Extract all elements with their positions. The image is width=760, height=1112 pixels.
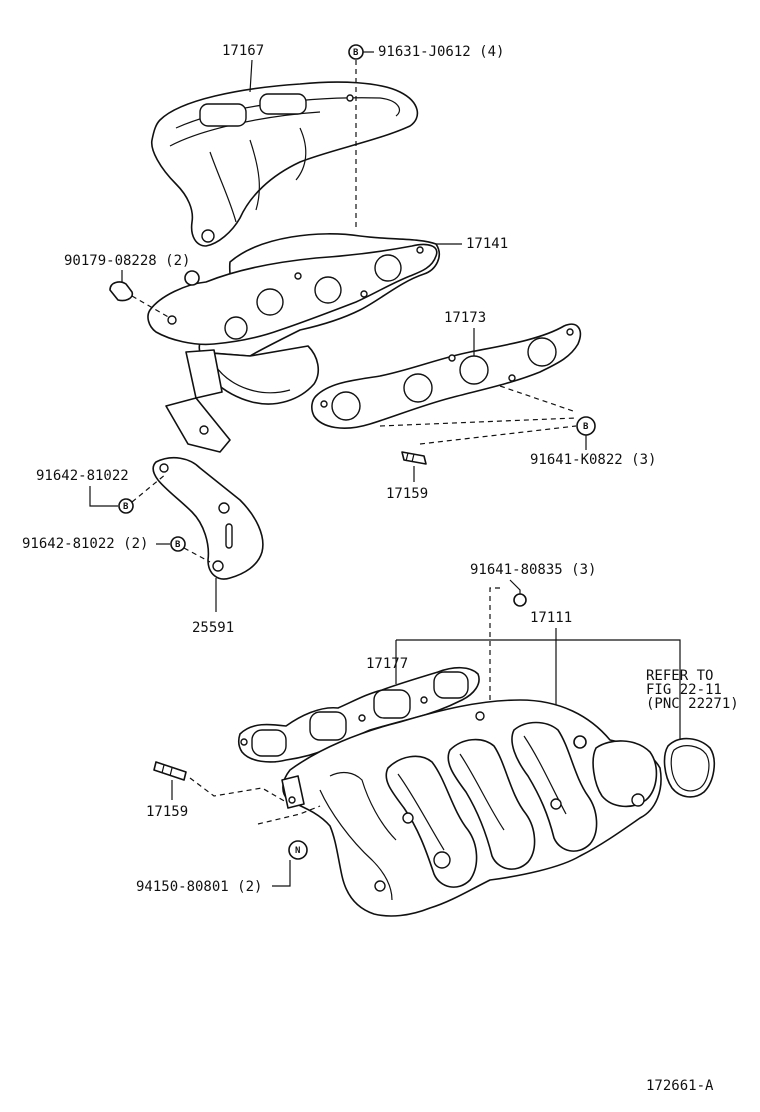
upper-stud-part	[401, 451, 427, 465]
stay-bolt-label: 91642-81022	[36, 468, 129, 484]
refer-line-2: FIG 22-11	[646, 682, 722, 698]
intake-bolt-label: 91641-80835 (3)	[470, 562, 596, 578]
stay-bolt-symbol	[118, 498, 134, 514]
lower-stud-part	[153, 761, 187, 781]
stay-bolt-double-symbol-letter: B	[175, 540, 181, 550]
insulator-bolt-symbol-letter: B	[353, 48, 359, 58]
exhaust-manifold-label: 17141	[466, 236, 508, 252]
exhaust-gasket-part	[311, 323, 582, 429]
exhaust-gasket-label: 17173	[444, 310, 486, 326]
insulator-bolt-label: 91631-J0612 (4)	[378, 44, 504, 60]
exhaust-manifold-part	[147, 233, 440, 453]
intake-gasket-part	[237, 666, 480, 763]
throttle-gasket-part	[663, 737, 716, 798]
intake-nut-symbol	[288, 840, 308, 860]
intake-nut-label: 94150-80801 (2)	[136, 879, 262, 895]
manifold-nut-symbol-letter: B	[583, 422, 589, 432]
heat-insulator-part	[151, 81, 419, 247]
intake-manifold-label: 17111	[530, 610, 572, 626]
intake-bolt-symbol	[513, 593, 527, 607]
exhaust-stud-part	[109, 281, 134, 302]
exhaust-stud-label: 90179-08228 (2)	[64, 253, 190, 269]
lower-stud-label: 17159	[146, 804, 188, 820]
stay-bolt-double-symbol	[170, 536, 186, 552]
stay-bolt-double-label: 91642-81022 (2)	[22, 536, 148, 552]
figure-code: 172661-A	[646, 1078, 714, 1094]
manifold-stay-part	[152, 456, 264, 580]
refer-line-3: (PNC 22271)	[646, 696, 739, 712]
stay-bolt-symbol-letter: B	[123, 502, 129, 512]
intake-gasket-label: 17177	[366, 656, 408, 672]
manifold-stay-label: 25591	[192, 620, 234, 636]
intake-manifold-part	[281, 699, 662, 917]
refer-line-1: REFER TO	[646, 668, 713, 684]
heat-insulator-label: 17167	[222, 43, 264, 59]
upper-stud-label: 17159	[386, 486, 428, 502]
manifold-nut-label: 91641-K0822 (3)	[530, 452, 656, 468]
intake-nut-symbol-letter: N	[295, 846, 300, 856]
